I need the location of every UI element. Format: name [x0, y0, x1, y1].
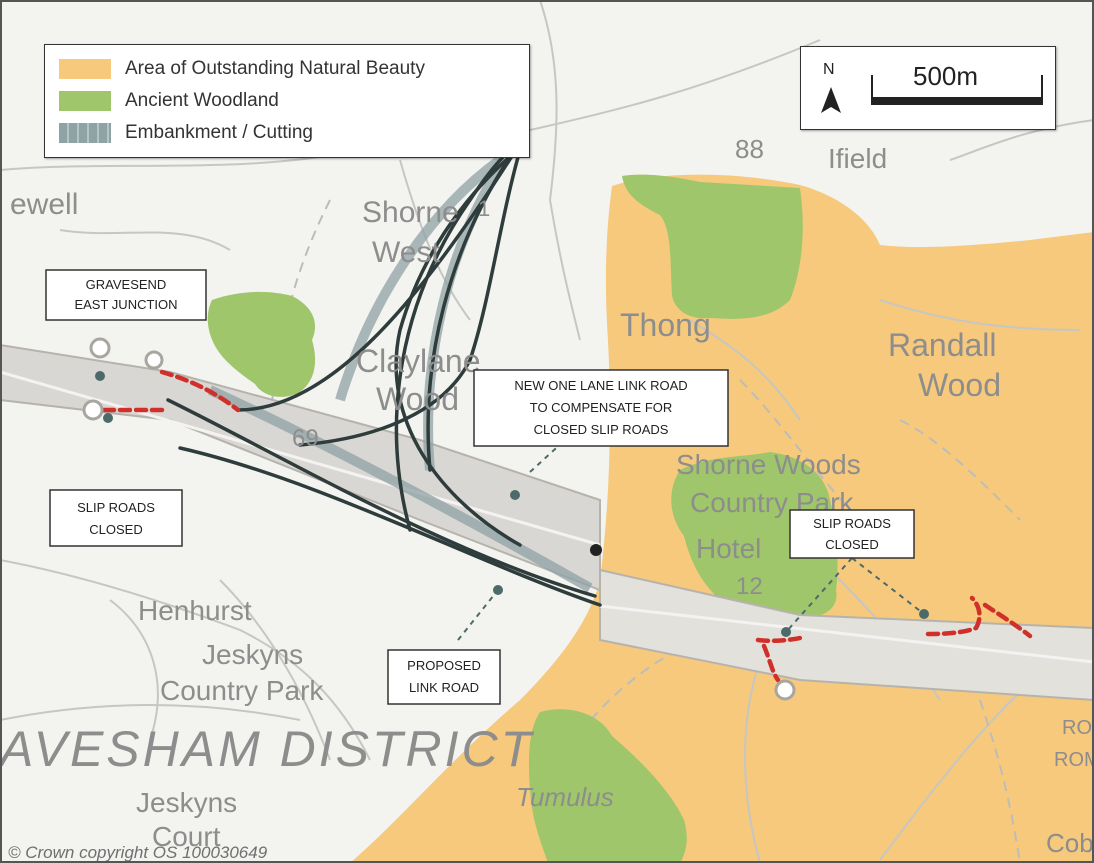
- legend-label: Ancient Woodland: [125, 90, 279, 111]
- svg-text:EAST JUNCTION: EAST JUNCTION: [74, 297, 177, 312]
- callout-points: [95, 371, 929, 637]
- callout-gravesend-east: GRAVESEND EAST JUNCTION: [45, 269, 207, 321]
- label-ifield: Ifield: [828, 143, 887, 174]
- svg-text:GRAVESEND: GRAVESEND: [86, 277, 167, 292]
- legend-item-woodland: Ancient Woodland: [59, 87, 279, 115]
- label-randall-2: Wood: [918, 367, 1001, 403]
- svg-text:SLIP ROADS: SLIP ROADS: [813, 516, 891, 531]
- place-names: Ifield 88 ewell Shorne West 1 Thong Clay…: [0, 134, 1094, 858]
- label-claylane-1: Claylane: [356, 343, 481, 379]
- label-shorne-woods-1: Shorne Woods: [676, 449, 861, 480]
- scale-bar: N 500m: [800, 46, 1056, 130]
- legend-item-aonb: Area of Outstanding Natural Beauty: [59, 55, 425, 83]
- label-jeskyns-cp-2: Country Park: [160, 675, 324, 706]
- svg-text:CLOSED: CLOSED: [825, 537, 878, 552]
- legend-label: Area of Outstanding Natural Beauty: [125, 58, 425, 79]
- callout-leaders: [457, 407, 925, 641]
- legend-swatch-aonb: [59, 59, 111, 79]
- svg-text:CLOSED SLIP ROADS: CLOSED SLIP ROADS: [534, 422, 669, 437]
- ancient-woodland: [207, 174, 838, 863]
- label-thong: Thong: [620, 307, 711, 343]
- callout-slip-roads-east: SLIP ROADS CLOSED: [789, 509, 915, 559]
- label-jeskyns-court-2: Court: [152, 821, 221, 852]
- legend-label: Embankment / Cutting: [125, 122, 313, 143]
- label-shorne-west-2: West: [372, 236, 440, 269]
- legend: Area of Outstanding Natural Beauty Ancie…: [44, 44, 530, 158]
- label-hotel: Hotel: [696, 533, 761, 564]
- roundabouts: [82, 337, 796, 701]
- label-jeskyns-cp-1: Jeskyns: [202, 639, 303, 670]
- label-ewell: ewell: [10, 188, 78, 221]
- svg-text:CLOSED: CLOSED: [89, 522, 142, 537]
- north-arrow-icon: [821, 87, 841, 113]
- north-label: N: [823, 61, 835, 78]
- legend-item-embankment: Embankment / Cutting: [59, 119, 313, 147]
- label-rom-2: ROM: [1054, 749, 1094, 771]
- callout-proposed-link-road: PROPOSED LINK ROAD: [387, 649, 501, 705]
- legend-swatch-embankment: [59, 123, 111, 143]
- label-rom-1: ROM: [1062, 717, 1094, 739]
- label-spot-88: 88: [735, 134, 764, 164]
- svg-text:LINK ROAD: LINK ROAD: [409, 680, 479, 695]
- scale-distance: 500m: [913, 61, 979, 91]
- label-jeskyns-court-1: Jeskyns: [136, 787, 237, 818]
- label-claylane-2: Wood: [376, 381, 459, 417]
- legend-swatch-woodland: [59, 91, 111, 111]
- closed-slip-roads: [101, 369, 1033, 683]
- svg-text:SLIP ROADS: SLIP ROADS: [77, 500, 155, 515]
- link-roads: [166, 148, 602, 607]
- label-spot-12: 12: [736, 573, 763, 600]
- label-henhurst: Henhurst: [138, 595, 252, 626]
- callout-new-link-road: NEW ONE LANE LINK ROAD TO COMPENSATE FOR…: [473, 369, 729, 447]
- svg-text:NEW ONE LANE LINK ROAD: NEW ONE LANE LINK ROAD: [514, 378, 687, 393]
- copyright-text: © Crown copyright OS 100030649: [8, 843, 268, 862]
- callout-slip-roads-west: SLIP ROADS CLOSED: [49, 489, 183, 547]
- label-spot-69: 69: [292, 425, 319, 452]
- label-shorne-west-1: Shorne: [362, 196, 459, 229]
- label-tumulus: Tumulus: [516, 782, 614, 812]
- svg-text:TO COMPENSATE FOR: TO COMPENSATE FOR: [530, 400, 673, 415]
- label-randall-1: Randall: [888, 327, 997, 363]
- label-cobl: Cobl: [1046, 828, 1094, 858]
- svg-text:PROPOSED: PROPOSED: [407, 658, 481, 673]
- label-district: AVESHAM DISTRICT: [0, 721, 535, 777]
- scale-line-icon: [871, 75, 1043, 105]
- label-spot-1: 1: [478, 196, 490, 221]
